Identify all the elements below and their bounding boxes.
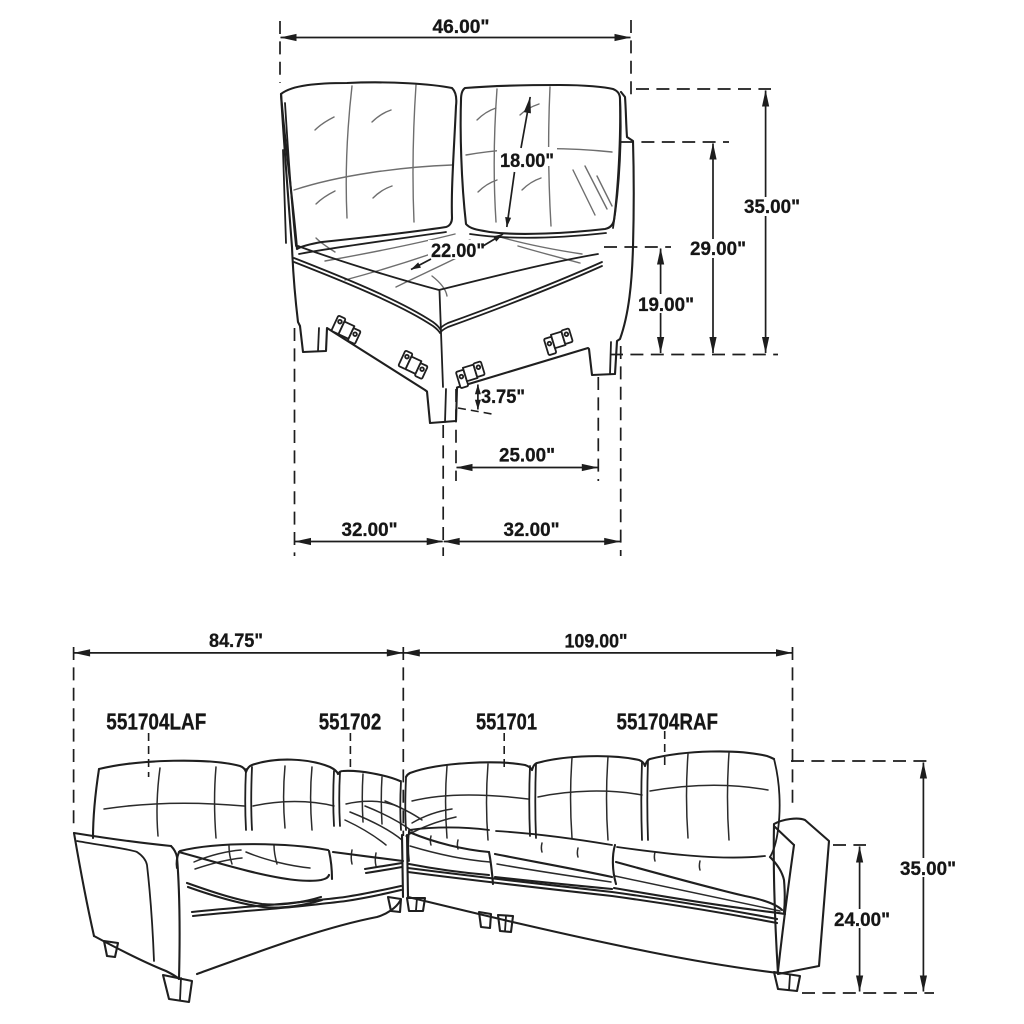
svg-text:32.00": 32.00" (342, 519, 398, 541)
svg-text:551701: 551701 (476, 709, 537, 735)
svg-text:3.75": 3.75" (481, 386, 525, 408)
svg-text:35.00": 35.00" (744, 196, 800, 218)
svg-text:109.00": 109.00" (565, 631, 628, 653)
svg-text:24.00": 24.00" (834, 909, 890, 931)
svg-text:551704RAF: 551704RAF (617, 709, 719, 735)
svg-text:551704LAF: 551704LAF (106, 709, 206, 735)
svg-text:19.00": 19.00" (638, 294, 694, 316)
svg-text:35.00": 35.00" (900, 858, 956, 880)
svg-text:29.00": 29.00" (690, 238, 746, 260)
svg-text:25.00": 25.00" (499, 445, 555, 467)
svg-text:551702: 551702 (319, 709, 382, 735)
svg-text:22.00": 22.00" (431, 240, 485, 262)
svg-text:32.00": 32.00" (504, 519, 560, 541)
svg-text:84.75": 84.75" (209, 630, 263, 652)
svg-text:46.00": 46.00" (433, 16, 490, 38)
svg-text:18.00": 18.00" (500, 150, 554, 172)
